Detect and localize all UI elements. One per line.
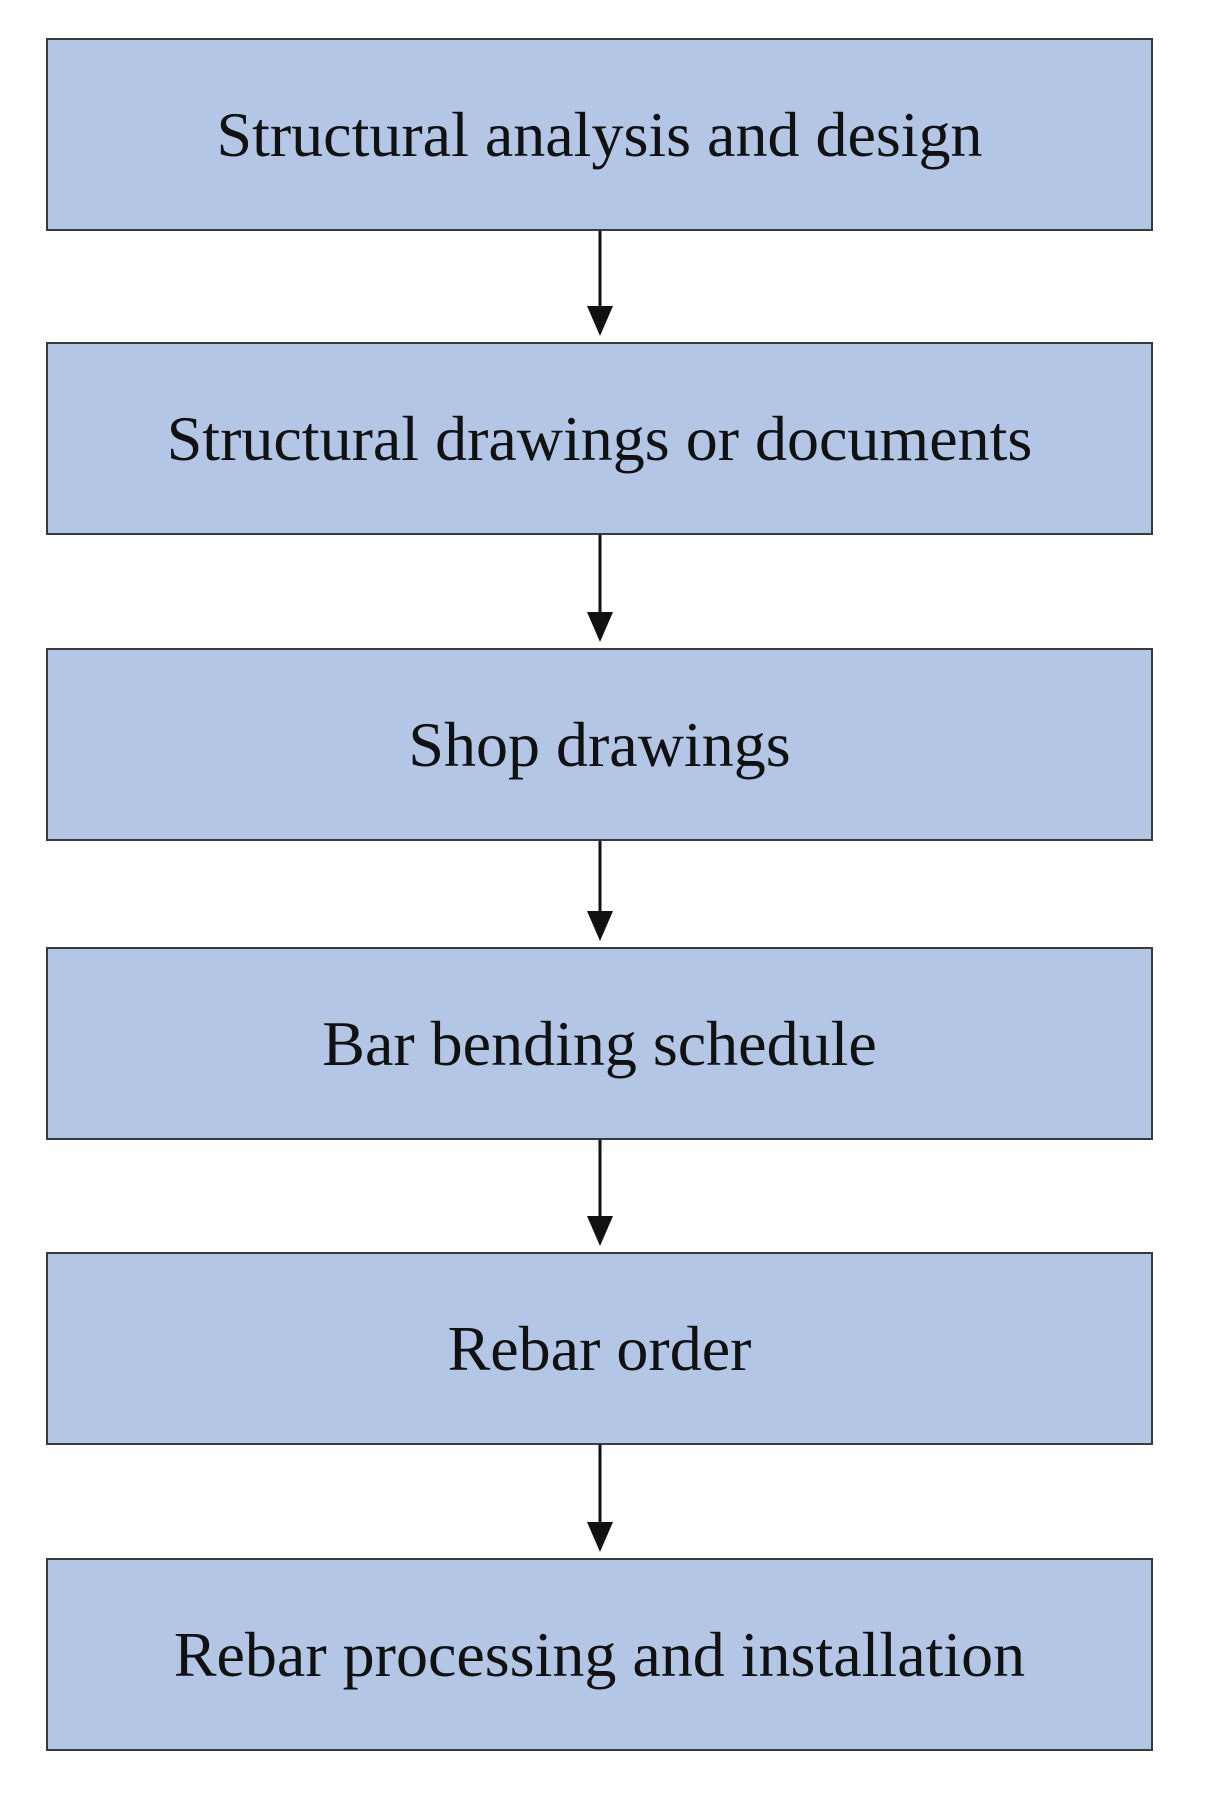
arrow-2-to-3 (587, 535, 613, 642)
step-rebar-order-box: Rebar order (46, 1252, 1153, 1445)
step-label: Rebar processing and installation (173, 1618, 1026, 1690)
step-label: Structural drawings or documents (166, 402, 1033, 474)
step-rebar-processing-box: Rebar processing and installation (46, 1558, 1153, 1751)
arrow-4-to-5 (587, 1140, 613, 1246)
arrow-5-to-6 (587, 1445, 613, 1552)
step-shop-drawings-box: Shop drawings (46, 648, 1153, 841)
arrow-1-to-2 (587, 231, 613, 336)
step-label: Shop drawings (408, 708, 791, 780)
step-structural-analysis-box: Structural analysis and design (46, 38, 1153, 231)
step-structural-drawings-box: Structural drawings or documents (46, 342, 1153, 535)
arrow-3-to-4 (587, 841, 613, 941)
step-label: Structural analysis and design (216, 98, 983, 170)
step-label: Bar bending schedule (322, 1007, 877, 1079)
step-bar-bending-schedule-box: Bar bending schedule (46, 947, 1153, 1140)
step-label: Rebar order (447, 1312, 752, 1384)
